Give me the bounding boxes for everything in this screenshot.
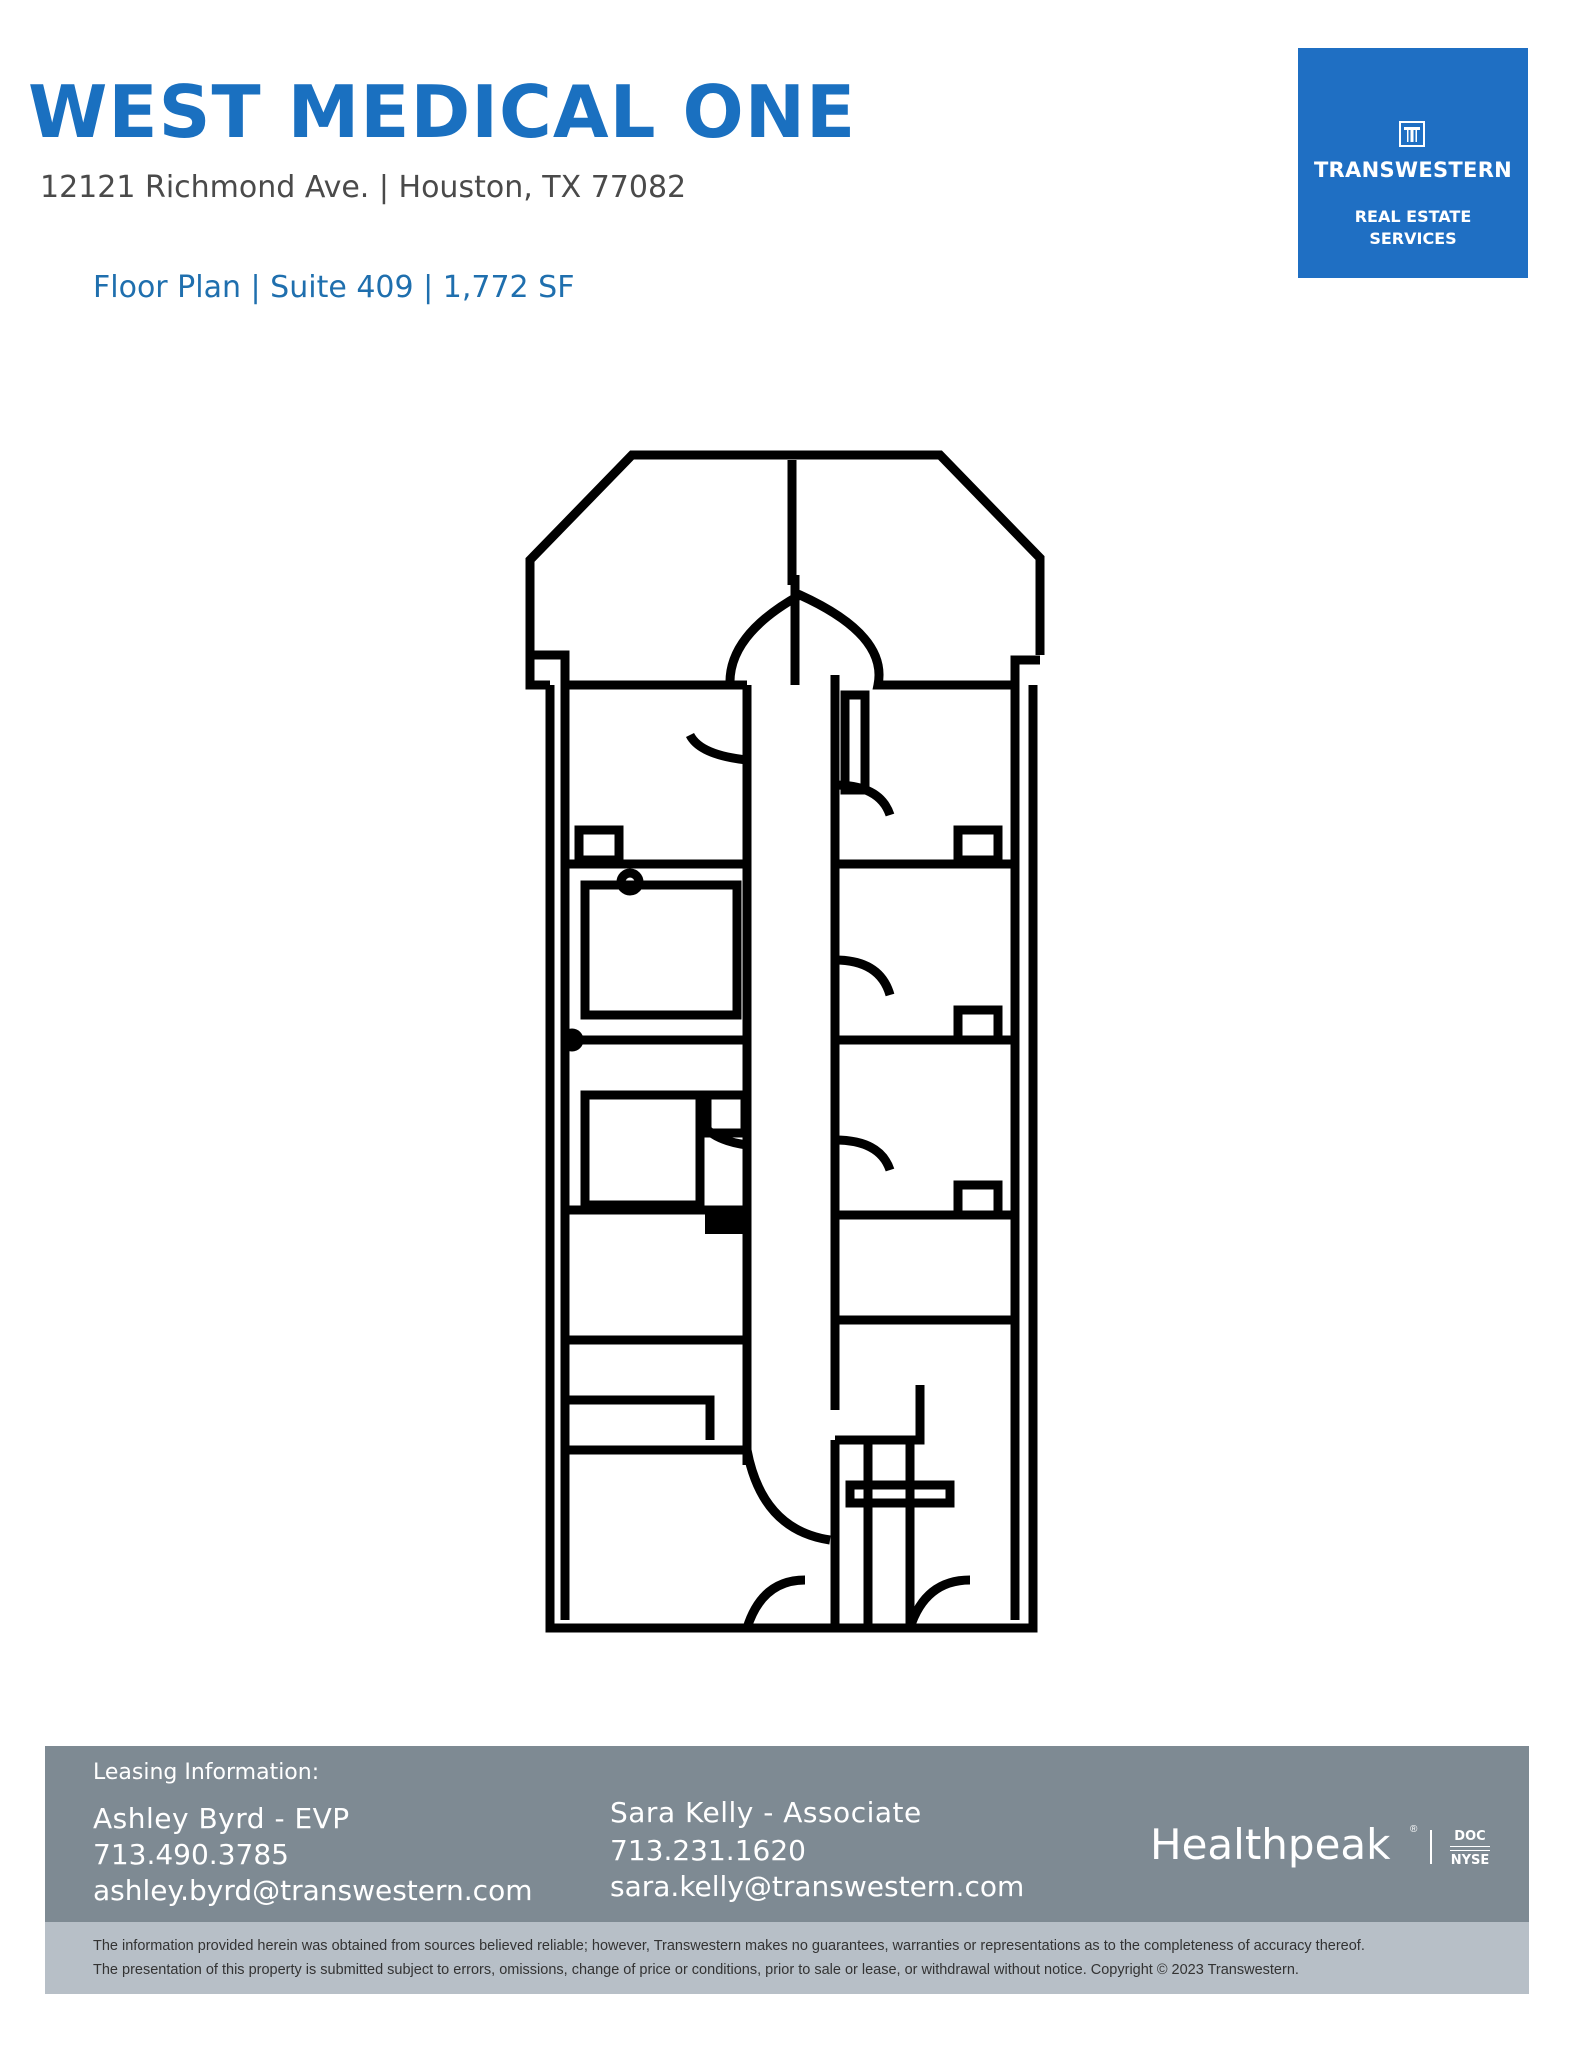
ticker-rule [1450, 1850, 1490, 1851]
logo-brand-name: TRANSWESTERN [1313, 158, 1513, 182]
healthpeak-logo: Healthpeak [1150, 1820, 1391, 1869]
logo-subtitle-line2: SERVICES [1369, 229, 1457, 248]
plan-corridor-left [742, 575, 800, 1465]
plan-row-3 [565, 1205, 1015, 1220]
plan-door-swing-bottom-right [905, 1575, 971, 1630]
plan-door-swing-bottom-left [742, 1575, 806, 1630]
plan-lower-counter [845, 1480, 955, 1508]
plan-toilet [702, 1090, 750, 1138]
plan-door-swing-right-2 [834, 955, 895, 997]
plan-fixture-small [560, 1028, 584, 1052]
property-address: 12121 Richmond Ave. | Houston, TX 77082 [40, 170, 687, 205]
plan-bottom-rooms [565, 1440, 915, 1628]
ticker-rule [1450, 1846, 1490, 1847]
floor-plan-caption: Floor Plan | Suite 409 | 1,772 SF [93, 270, 575, 305]
plan-sink-2 [953, 825, 1003, 865]
contact-name-2: Sara Kelly - Associate [610, 1796, 922, 1829]
contact-email-2[interactable]: sara.kelly@transwestern.com [610, 1870, 1025, 1903]
logo-divider [1430, 1830, 1432, 1864]
contact-phone-1[interactable]: 713.490.3785 [93, 1838, 289, 1871]
t-building-icon [1399, 121, 1425, 147]
contact-phone-2[interactable]: 713.231.1620 [610, 1834, 806, 1867]
logo-subtitle: REAL ESTATE SERVICES [1298, 206, 1528, 250]
plan-sink-4 [953, 1180, 1003, 1220]
plan-sink-1 [574, 825, 624, 865]
plan-right-cabinet [840, 690, 870, 795]
page-title: WEST MEDICAL ONE [28, 70, 857, 154]
ticker-exchange: NYSE [1450, 1853, 1490, 1868]
plan-door-swing-right-3 [834, 1135, 895, 1172]
plan-door-swing-top-left [685, 732, 748, 765]
registered-mark-icon: ® [1410, 1824, 1418, 1835]
disclaimer-line-1: The information provided herein was obta… [93, 1938, 1365, 1954]
transwestern-logo: TRANSWESTERN REAL ESTATE SERVICES [1298, 48, 1528, 278]
ticker-symbol: DOC [1454, 1829, 1486, 1844]
plan-lower-corridor [742, 1449, 831, 1545]
plan-outer-wall [525, 450, 1045, 1633]
plan-fixture-toilet-top [616, 868, 644, 896]
plan-row-1 [565, 680, 1015, 869]
logo-subtitle-line1: REAL ESTATE [1354, 207, 1472, 226]
plan-row-5 [565, 1385, 925, 1445]
leasing-label: Leasing Information: [93, 1760, 320, 1785]
contact-email-1[interactable]: ashley.byrd@transwestern.com [93, 1874, 533, 1907]
plan-sink-3 [953, 1005, 1003, 1045]
floor-plan-drawing [525, 450, 1045, 1633]
plan-stair-mark [705, 1208, 745, 1234]
plan-top-lobby [725, 589, 1015, 690]
disclaimer-line-2: The presentation of this property is sub… [93, 1962, 1299, 1978]
plan-top-room-walls [530, 650, 1040, 685]
plan-counter-left [580, 880, 742, 1020]
plan-row-4 [565, 1315, 1015, 1345]
disclaimer-band: The information provided herein was obta… [45, 1922, 1529, 1994]
leasing-footer: Leasing Information: Ashley Byrd - EVP 7… [45, 1746, 1529, 1922]
plan-counter-lower-left [580, 1090, 705, 1210]
contact-name-1: Ashley Byrd - EVP [93, 1802, 350, 1835]
